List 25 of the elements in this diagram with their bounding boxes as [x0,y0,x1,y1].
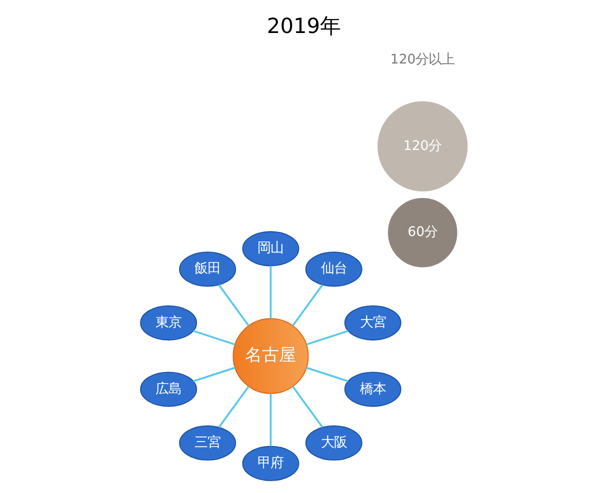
diagram-title: 2019年 [266,14,341,38]
node-ellipse: 岡山 [242,231,299,266]
connector [292,386,323,428]
node-circle: 60分 [387,198,457,268]
connector [292,284,323,326]
node-ellipse: 飯田 [178,252,236,287]
connector [192,366,235,382]
label: 120分以上 [390,52,454,68]
connector [269,394,272,446]
connector [192,330,235,346]
connector [218,284,249,326]
connector [269,266,272,319]
connector [306,330,348,346]
node-ellipse: 大阪 [304,425,362,461]
node-circle: 120分 [377,101,468,192]
connector [306,366,348,382]
connector [218,386,249,428]
node-ellipse: 仙台 [304,252,362,287]
node-ellipse: 東京 [140,305,197,340]
node-ellipse: 大宮 [344,305,401,340]
node-ellipse: 広島 [140,372,197,407]
node-circle: 名古屋 [232,318,308,394]
node-ellipse: 甲府 [242,446,299,482]
node-ellipse: 三宮 [178,425,236,461]
node-ellipse: 橋本 [344,372,401,407]
